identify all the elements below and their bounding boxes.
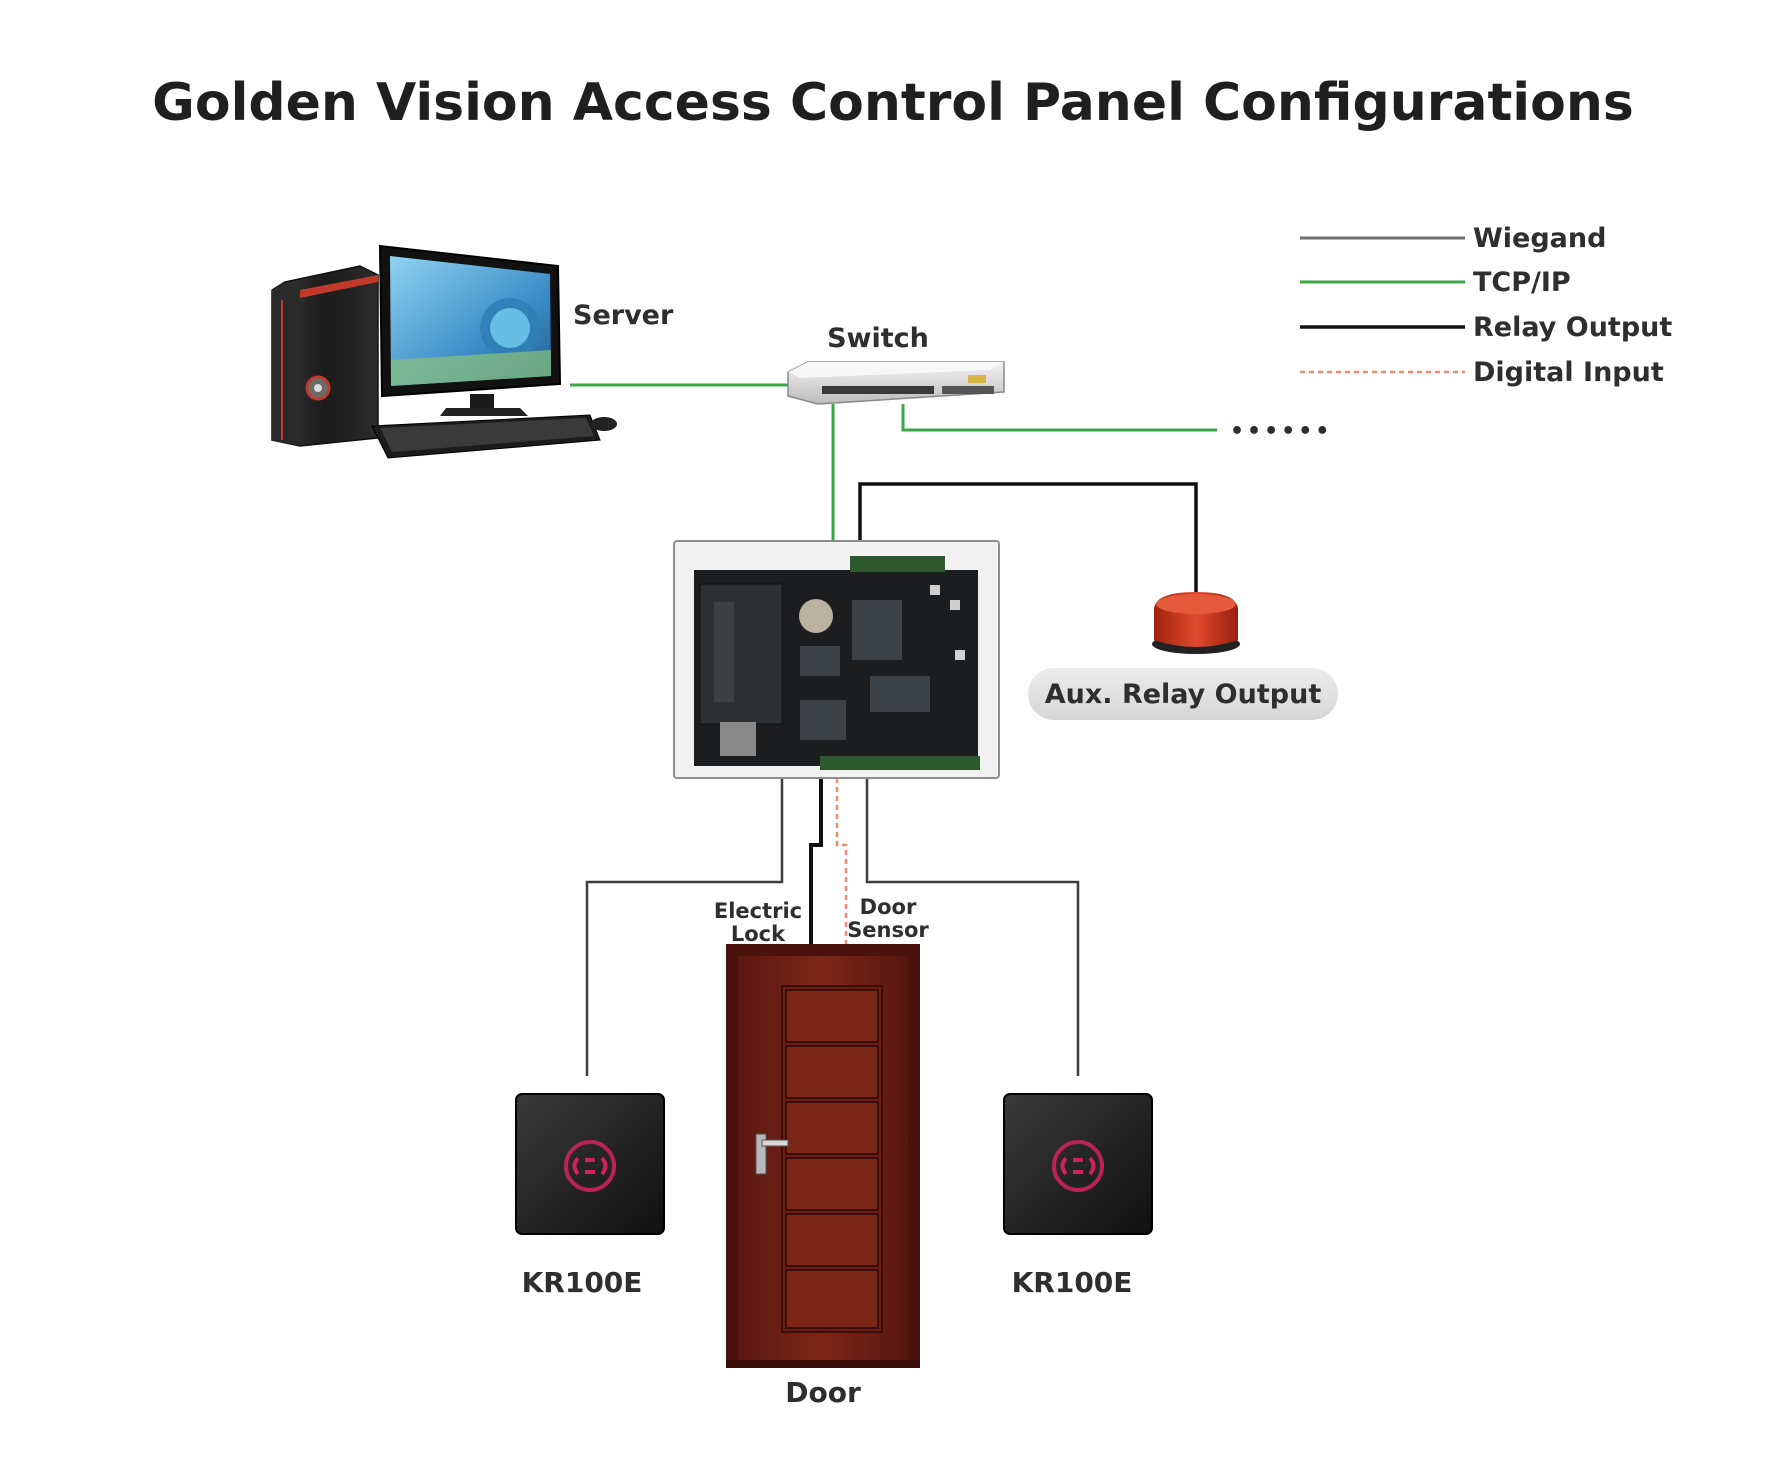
- door-handle-icon: [755, 1133, 789, 1175]
- wiegand-left-reader: [585, 778, 784, 1076]
- server-computer: [271, 244, 617, 459]
- reader-right: [1003, 1093, 1153, 1235]
- legend-label-digital-input: Digital Input: [1473, 357, 1664, 388]
- page-title: Golden Vision Access Control Panel Confi…: [152, 73, 1634, 133]
- connections: [570, 383, 1217, 1076]
- aux-relay-output-badge: Aux. Relay Output: [1028, 668, 1338, 720]
- network-switch: [787, 361, 1005, 405]
- access-control-panel: [673, 540, 1000, 779]
- tcpip-switch-network: [901, 404, 1217, 432]
- wiegand-right-reader: [865, 778, 1080, 1076]
- legend: Wiegand TCP/IP Relay Output Digital Inpu…: [1300, 223, 1672, 388]
- door-sensor-label-line1: Door: [860, 895, 917, 919]
- legend-label-relay-output: Relay Output: [1473, 312, 1672, 343]
- door: [726, 944, 920, 1368]
- aux-relay-output-label: Aux. Relay Output: [1045, 679, 1322, 710]
- legend-label-tcpip: TCP/IP: [1473, 267, 1571, 298]
- relay-electric-lock: [809, 778, 823, 948]
- rfid-icon: [564, 1140, 616, 1192]
- legend-label-wiegand: Wiegand: [1473, 223, 1606, 254]
- reader-left: [515, 1093, 665, 1235]
- network-continuation-dots: ••••••: [1230, 419, 1332, 444]
- reader-left-label: KR100E: [522, 1266, 643, 1299]
- door-sensor-label-line2: Sensor: [847, 918, 929, 942]
- switch-label: Switch: [827, 323, 929, 354]
- electric-lock-label-line2: Lock: [731, 922, 786, 946]
- aux-beacon: [1152, 592, 1240, 654]
- rfid-icon: [1052, 1140, 1104, 1192]
- relay-aux: [858, 482, 1198, 592]
- electric-lock-label-line1: Electric: [714, 899, 802, 923]
- door-label: Door: [785, 1376, 861, 1409]
- reader-right-label: KR100E: [1012, 1266, 1133, 1299]
- digital-input-door-sensor: [835, 778, 848, 948]
- server-label: Server: [573, 300, 674, 331]
